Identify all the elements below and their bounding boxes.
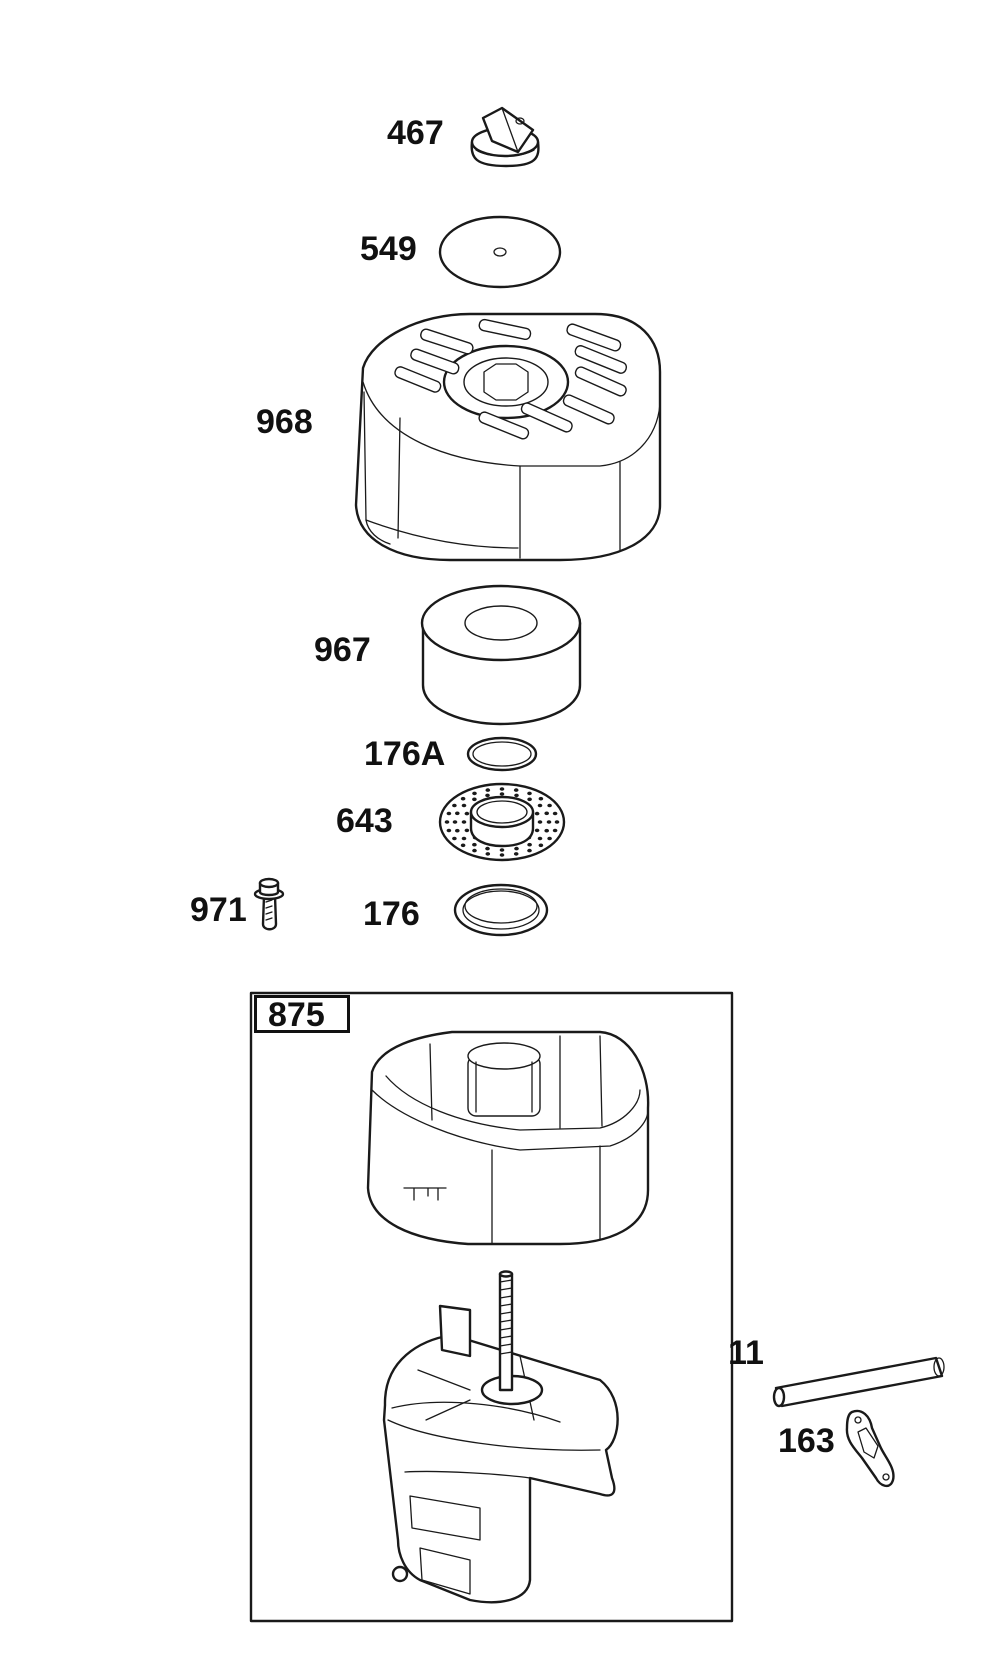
foam-filter-part-967	[422, 586, 580, 724]
label-967: 967	[314, 631, 371, 669]
label-176: 176	[363, 895, 420, 933]
label-163: 163	[778, 1422, 835, 1460]
gasket-part-163	[847, 1411, 894, 1486]
tube-part-11	[774, 1358, 944, 1406]
label-467: 467	[387, 114, 444, 152]
filter-element-part-643	[440, 784, 564, 860]
label-176a: 176A	[364, 735, 446, 773]
label-971: 971	[190, 891, 247, 929]
gasket-ring-part-176	[455, 885, 547, 935]
o-ring-part-176a	[468, 738, 536, 770]
bolt-part-971	[255, 879, 283, 929]
filter-housing-part-875	[368, 1032, 648, 1244]
cover-part-968	[356, 314, 660, 560]
label-549: 549	[360, 230, 417, 268]
label-968: 968	[256, 403, 313, 441]
label-875: 875	[254, 995, 350, 1033]
label-11: 11	[728, 1334, 764, 1372]
filter-base-part-875	[384, 1272, 618, 1603]
washer-part-549	[440, 217, 560, 287]
label-643: 643	[336, 802, 393, 840]
kit-box-875	[251, 993, 732, 1621]
knob-part-467	[472, 108, 539, 166]
